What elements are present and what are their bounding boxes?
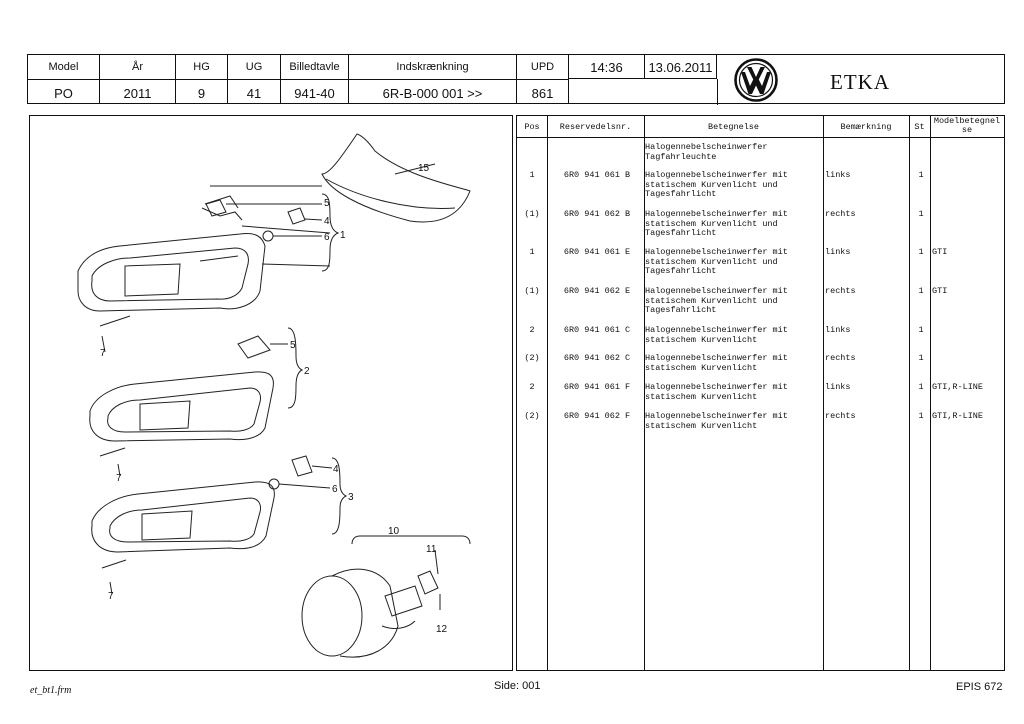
- brand-name: ETKA: [830, 70, 890, 94]
- cell-pos: (2): [524, 353, 540, 363]
- callout-10: 10: [388, 526, 400, 537]
- trim-cover-shape: [321, 133, 471, 223]
- cell-quantity: 1: [918, 411, 924, 421]
- footer-form-name: et_bt1.frm: [30, 685, 72, 696]
- cell-part-number: 6R0 941 061 E: [563, 247, 631, 257]
- cell-model: GTI,R-LINE: [932, 411, 984, 421]
- header-col-model: Model PO: [28, 55, 100, 103]
- callout-6: 6: [324, 232, 330, 243]
- cell-part-number: 6R0 941 061 F: [563, 382, 631, 392]
- callout-6b: 6: [332, 484, 338, 495]
- col-header-pos: Pos: [524, 122, 540, 132]
- cell-remark: links: [825, 247, 851, 257]
- cell-part-number: 6R0 941 061 B: [563, 170, 631, 180]
- callout-1: 1: [340, 230, 346, 241]
- header-time: 14:36: [569, 55, 645, 79]
- cell-quantity: 1: [918, 209, 924, 219]
- callout-7b: 7: [116, 473, 122, 484]
- callout-15: 15: [418, 163, 430, 174]
- cell-remark: rechts: [825, 209, 856, 219]
- callout-5b: 5: [290, 340, 296, 351]
- cell-quantity: 1: [918, 353, 924, 363]
- cell-remark: rechts: [825, 353, 856, 363]
- col-header-desc: Betegnelse: [707, 122, 759, 132]
- cell-remark: rechts: [825, 286, 856, 296]
- exploded-diagram: 15 5 4 6 1 7 5 2 7 4 6 3 7 10 11 12: [29, 115, 513, 671]
- cell-model: GTI,R-LINE: [932, 382, 984, 392]
- cell-part-number: 6R0 941 062 C: [563, 353, 631, 363]
- callout-4: 4: [324, 216, 330, 227]
- fog-lamp-housing-1: [77, 233, 266, 312]
- header-bar: Model PO År 2011 HG 9 UG 41 Billedtavle …: [27, 54, 1005, 105]
- header-col-indskraenkning: Indskrænkning 6R-B-000 001 >>: [349, 55, 517, 103]
- vw-logo-icon: [734, 58, 778, 102]
- cell-pos: 1: [529, 247, 535, 257]
- cell-pos: 2: [529, 382, 535, 392]
- cell-part-number: 6R0 941 062 E: [563, 286, 631, 296]
- footer-page: Side: 001: [494, 680, 541, 692]
- callout-11: 11: [426, 544, 437, 555]
- header-date: 13.06.2011: [645, 55, 717, 79]
- cell-quantity: 1: [918, 286, 924, 296]
- col-header-st: St: [914, 122, 925, 132]
- col-header-mod: Modelbetegnel se: [933, 116, 1001, 135]
- cell-quantity: 1: [918, 170, 924, 180]
- cell-pos: (1): [524, 209, 540, 219]
- header-col-hg: HG 9: [176, 55, 228, 103]
- cell-quantity: 1: [918, 382, 924, 392]
- callout-4b: 4: [333, 464, 339, 475]
- parts-table: Pos Reservedelsnr. Betegnelse Bemærkning…: [516, 115, 1005, 671]
- cell-part-number: 6R0 941 062 F: [563, 411, 631, 421]
- cell-pos: 2: [529, 325, 535, 335]
- cell-quantity: 1: [918, 325, 924, 335]
- col-header-part: Reservedelsnr.: [559, 122, 632, 132]
- callout-7c: 7: [108, 591, 114, 602]
- header-col-billedtavle: Billedtavle 941-40: [281, 55, 349, 103]
- callout-2: 2: [304, 366, 310, 377]
- fog-lamp-housing-3: [91, 481, 275, 553]
- footer-version: EPIS 672: [956, 681, 1003, 693]
- cell-remark: links: [825, 382, 851, 392]
- cell-pos: 1: [529, 170, 535, 180]
- fog-lamp-housing-2: [89, 371, 274, 442]
- callout-12: 12: [436, 624, 448, 635]
- header-col-ug: UG 41: [228, 55, 281, 103]
- cell-remark: links: [825, 325, 851, 335]
- callout-5: 5: [324, 198, 330, 209]
- cell-pos: (2): [524, 411, 540, 421]
- cell-model: GTI: [932, 286, 948, 296]
- callout-7: 7: [100, 348, 106, 359]
- cell-model: GTI: [932, 247, 948, 257]
- cell-quantity: 1: [918, 247, 924, 257]
- cell-part-number: 6R0 941 061 C: [563, 325, 631, 335]
- cell-pos: (1): [524, 286, 540, 296]
- diagram-svg: 15 5 4 6 1 7 5 2 7 4 6 3 7 10 11 12: [77, 133, 471, 658]
- header-col-year: År 2011: [100, 55, 176, 103]
- cell-remark: rechts: [825, 411, 856, 421]
- callout-3: 3: [348, 492, 354, 503]
- cell-part-number: 6R0 941 062 B: [563, 209, 631, 219]
- col-header-bem: Bemærkning: [840, 122, 892, 132]
- cell-remark: links: [825, 170, 851, 180]
- header-col-upd: UPD 861: [517, 55, 569, 103]
